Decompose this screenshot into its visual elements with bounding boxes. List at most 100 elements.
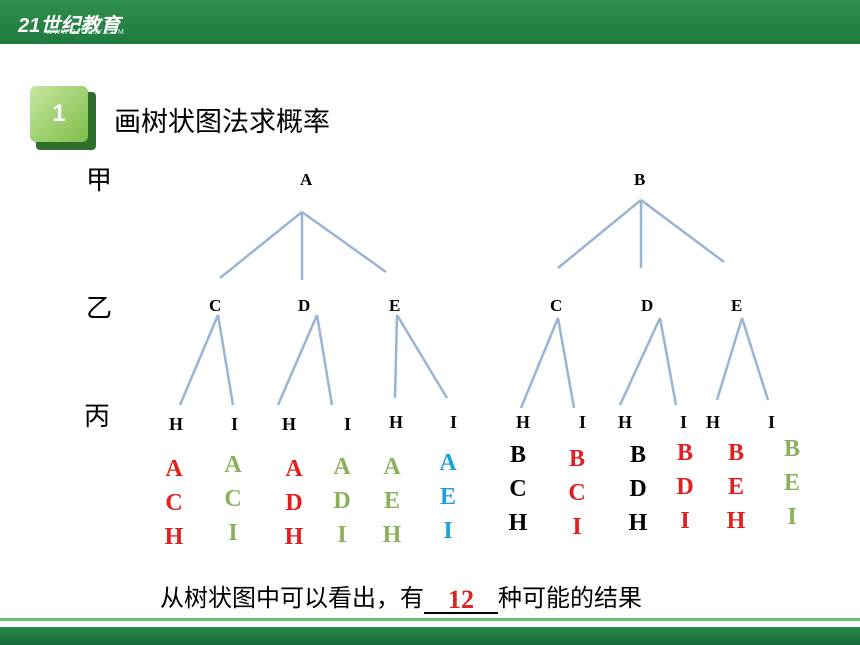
badge-number: 1: [52, 100, 66, 127]
outcome-1-letter-2: C: [165, 490, 183, 516]
outcome-12-letter-1: B: [783, 436, 800, 462]
outcome-2-letter-2: C: [224, 486, 242, 512]
tree-node-c-1: C: [209, 296, 222, 315]
conclusion-prefix: 从树状图中可以看出，有: [160, 584, 424, 612]
outcome-11-letter-3: H: [726, 508, 746, 534]
branch-line-9: [276, 314, 319, 406]
outcome-4-letter-2: D: [333, 488, 351, 514]
row-label-bing: 丙: [84, 402, 111, 432]
outcome-5-letter-2: E: [383, 488, 400, 514]
outcome-8-letter-2: C: [568, 480, 586, 506]
tree-leaf-h-4: H: [516, 412, 531, 432]
outcome-6-letter-1: A: [439, 450, 457, 476]
outcome-6-letter-3: I: [443, 518, 453, 544]
outcome-8-letter-3: I: [572, 514, 582, 540]
outcome-10-letter-1: B: [676, 440, 693, 466]
outcome-6-letter-2: E: [439, 484, 456, 510]
tree-node-d-1: D: [298, 296, 311, 315]
outcome-5-letter-1: A: [383, 454, 401, 480]
branch-line-8: [216, 314, 235, 406]
outcome-7-letter-3: H: [508, 510, 528, 536]
tree-node-c-2: C: [550, 296, 563, 315]
branch-line-13: [519, 317, 560, 409]
outcome-9-letter-1: B: [629, 442, 646, 468]
outcome-3-letter-2: D: [285, 490, 303, 516]
outcome-10-letter-2: D: [676, 474, 694, 500]
section-number-badge: 1: [30, 86, 96, 150]
tree-node-a: A: [300, 170, 313, 189]
branch-line-17: [715, 317, 744, 401]
outcome-11-letter-2: E: [727, 474, 744, 500]
outcome-3-letter-1: A: [285, 456, 303, 482]
outcome-1-letter-3: H: [164, 524, 184, 550]
outcome-1-letter-1: A: [165, 456, 183, 482]
outcome-11-letter-1: B: [727, 440, 744, 466]
footer-bar: [0, 627, 860, 645]
tree-node-e-2: E: [731, 296, 743, 315]
outcome-10-letter-3: I: [680, 508, 690, 534]
tree-leaf-i-2: I: [344, 414, 352, 434]
site-logo: 21世纪教育: [18, 15, 121, 37]
tree-leaf-h-5: H: [618, 412, 633, 432]
outcome-2-letter-3: I: [228, 520, 238, 546]
branch-line-7: [178, 314, 220, 406]
conclusion-suffix: 种可能的结果: [498, 584, 642, 612]
tree-node-e-1: E: [389, 296, 401, 315]
tree-leaf-h-3: H: [389, 412, 404, 432]
outcome-3-letter-3: H: [284, 524, 304, 550]
branch-line-6: [640, 198, 725, 264]
branch-line-4: [557, 199, 642, 269]
tree-node-b: B: [634, 170, 646, 189]
badge-face: 1: [30, 86, 88, 142]
footer-line: [0, 618, 860, 621]
tree-leaf-h-1: H: [169, 414, 184, 434]
page-title: 画树状图法求概率: [114, 107, 330, 138]
outcome-12-letter-3: I: [787, 504, 797, 530]
tree-node-d-2: D: [641, 296, 654, 315]
branch-line-14: [556, 317, 576, 409]
answer-blank: 12: [424, 587, 498, 614]
branch-line-3: [301, 210, 387, 274]
outcome-4-letter-1: A: [333, 454, 351, 480]
outcome-7-letter-2: C: [509, 476, 527, 502]
branch-line-11: [393, 314, 399, 399]
tree-leaf-i-5: I: [680, 412, 688, 432]
header-bar: 21世纪教育 WWW.21CNJY.COM: [0, 0, 860, 44]
outcome-2-letter-1: A: [224, 452, 242, 478]
branch-line-1: [219, 211, 303, 279]
row-label-yi: 乙: [86, 294, 113, 324]
site-logo-url: WWW.21CNJY.COM: [46, 29, 125, 36]
branch-line-16: [658, 317, 678, 406]
tree-leaf-i-1: I: [231, 414, 239, 434]
outcome-5-letter-3: H: [382, 522, 402, 548]
outcome-7-letter-1: B: [509, 442, 526, 468]
outcome-9-letter-3: H: [628, 510, 648, 536]
tree-leaf-h-6: H: [706, 412, 721, 432]
outcome-4-letter-3: I: [337, 522, 347, 548]
branch-line-18: [740, 317, 770, 401]
tree-leaf-i-6: I: [768, 412, 776, 432]
row-label-jia: 甲: [86, 166, 113, 196]
outcome-12-letter-2: E: [783, 470, 800, 496]
tree-leaf-h-2: H: [282, 414, 297, 434]
branch-line-10: [315, 314, 334, 406]
outcome-9-letter-2: D: [629, 476, 647, 502]
branch-line-15: [618, 317, 662, 406]
tree-leaf-i-3: I: [450, 412, 458, 432]
branch-line-12: [395, 314, 449, 399]
tree-leaf-i-4: I: [579, 412, 587, 432]
